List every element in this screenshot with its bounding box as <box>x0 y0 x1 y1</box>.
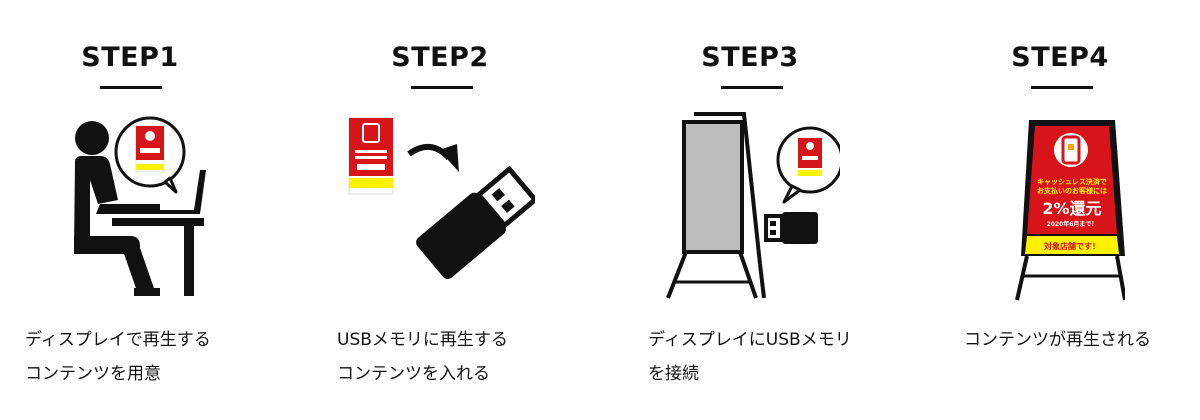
step-3-description-line-2: を接続 <box>648 364 699 384</box>
step-4: STEP4 キャッシュレス決済で お支払いのお客様には 2%還元 2020年6月… <box>900 0 1200 420</box>
step-4-description-line-1: コンテンツが再生される <box>964 330 1151 350</box>
step-1-description: ディスプレイで再生する コンテンツを用意 <box>25 323 211 391</box>
step-2-description: USBメモリに再生する コンテンツを入れる <box>337 323 508 391</box>
poster-big-text: 2%還元 <box>1042 199 1101 218</box>
step-3-title: STEP3 <box>701 42 799 73</box>
poster-headline-line-1: キャッシュレス決済で <box>1037 177 1107 186</box>
step-4-underline <box>1031 86 1093 89</box>
step-1-title: STEP1 <box>81 42 179 73</box>
usb-memory-icon <box>348 117 535 280</box>
step-1-underline <box>100 86 162 89</box>
step-4-title: STEP4 <box>1011 42 1109 73</box>
poster-date-text: 2020年6月まで！ <box>1047 220 1098 228</box>
display-stand-usb-icon <box>666 112 840 299</box>
step-2: STEP2 USBメモリに再生する コンテンツを入れる <box>300 0 600 420</box>
step-2-title: STEP2 <box>391 42 489 73</box>
person-at-laptop-icon <box>74 116 206 296</box>
step-3-underline <box>721 86 783 89</box>
step-3: STEP3 ディスプレイにUSBメモリ を接続 <box>600 0 900 420</box>
step-2-description-line-2: コンテンツを入れる <box>337 364 490 384</box>
poster-headline-line-2: お支払いのお客様には <box>1037 186 1107 195</box>
step-3-description: ディスプレイにUSBメモリ を接続 <box>648 323 852 391</box>
display-playing-content-icon: キャッシュレス決済で お支払いのお客様には 2%還元 2020年6月まで！ 対象… <box>1015 120 1125 301</box>
step-2-description-line-1: USBメモリに再生する <box>337 330 508 350</box>
step-3-description-line-1: ディスプレイにUSBメモリ <box>648 330 852 350</box>
step-2-underline <box>411 86 473 89</box>
poster-bottom-text: 対象店舗です！ <box>1043 241 1100 251</box>
step-4-description: コンテンツが再生される <box>964 323 1151 357</box>
step-1-description-line-1: ディスプレイで再生する <box>25 330 211 350</box>
step-1: STEP1 <box>0 0 300 420</box>
step-1-description-line-2: コンテンツを用意 <box>25 364 161 384</box>
